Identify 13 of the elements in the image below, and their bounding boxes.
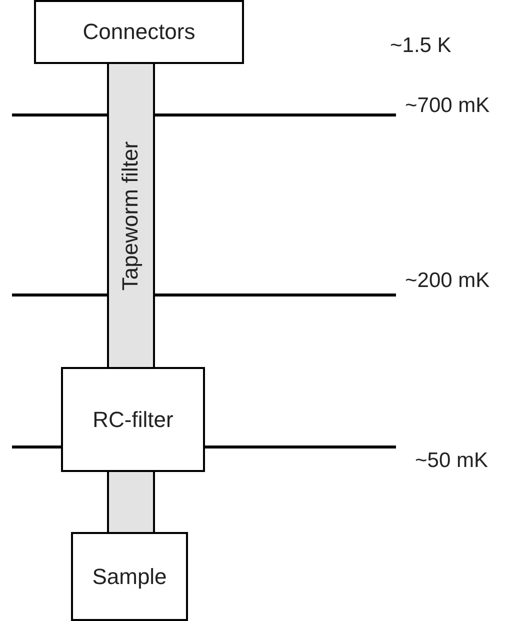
- temperature-label: ~50 mK: [415, 449, 488, 473]
- temperature-label: ~1.5 K: [390, 34, 452, 58]
- box-label: RC-filter: [92, 406, 174, 432]
- filter-label: Tapeworm filter: [118, 140, 144, 290]
- component-box: [61, 367, 205, 472]
- component-box: [34, 0, 244, 64]
- box-label: Sample: [92, 564, 167, 590]
- filter-bar: [107, 62, 155, 369]
- filter-bar: [107, 470, 155, 534]
- box-label: Connectors: [82, 19, 196, 45]
- temperature-label: ~700 mK: [405, 94, 490, 118]
- temperature-label: ~200 mK: [405, 269, 490, 293]
- component-box: [71, 532, 188, 621]
